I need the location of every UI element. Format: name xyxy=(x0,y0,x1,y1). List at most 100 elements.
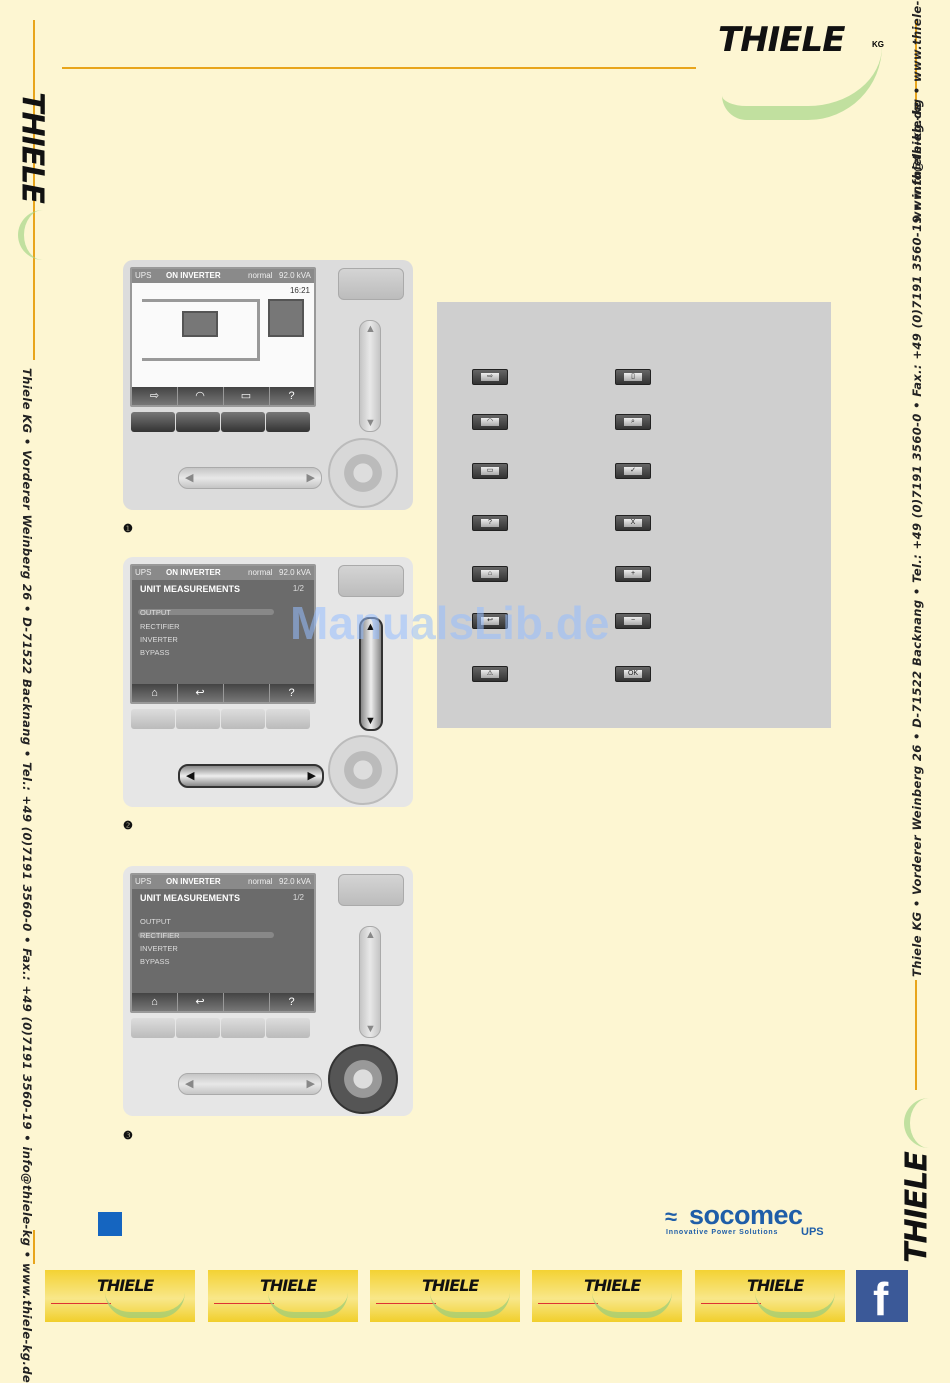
screen-icon: ▭ xyxy=(472,463,508,479)
panel2-horizontal-scroll[interactable]: ◀ ▶ xyxy=(178,764,324,788)
panel3-rotary-knob[interactable] xyxy=(328,1044,398,1114)
panel2-item-output[interactable]: OUTPUT xyxy=(140,608,171,617)
panel3-ups-label: UPS xyxy=(135,877,152,886)
panel2-power: 92.0 kVA xyxy=(279,568,311,577)
banner-rule xyxy=(214,1303,274,1304)
back-icon[interactable]: ↩ xyxy=(177,684,224,702)
panel3-power: 92.0 kVA xyxy=(279,877,311,886)
banner-logo-text: THIELE xyxy=(422,1276,479,1295)
footer-banner-2[interactable]: THIELE xyxy=(208,1270,358,1322)
alarm-icon: ⚠ xyxy=(472,666,508,682)
help-icon-label: ? xyxy=(481,519,499,527)
step-1-marker: ❶ xyxy=(123,523,133,535)
panel3-key-2[interactable] xyxy=(176,1018,220,1038)
minus-icon: − xyxy=(615,613,651,629)
right-logo-swirl xyxy=(904,1098,932,1148)
panel2-key-4[interactable] xyxy=(266,709,310,729)
panel1-ups-label: UPS xyxy=(135,271,152,280)
footer-banner-5[interactable]: THIELE xyxy=(695,1270,845,1322)
footer-banner-1[interactable]: THIELE xyxy=(45,1270,195,1322)
home-icon[interactable]: ⌂ xyxy=(132,993,178,1011)
screen-icon[interactable]: ▭ xyxy=(223,387,270,405)
page-marker-square xyxy=(98,1212,122,1236)
panel3-key-1[interactable] xyxy=(131,1018,175,1038)
panel2-selection-bar xyxy=(138,609,274,615)
battery-icon xyxy=(182,311,218,337)
back-icon[interactable]: ↩ xyxy=(177,993,224,1011)
panel1-top-button[interactable] xyxy=(338,268,404,300)
banner-rule xyxy=(376,1303,436,1304)
panel2-key-1[interactable] xyxy=(131,709,175,729)
plug-icon[interactable]: ⇨ xyxy=(132,387,178,405)
panel3-item-inverter[interactable]: INVERTER xyxy=(140,944,178,953)
socomec-ups: UPS xyxy=(801,1226,824,1238)
panel2-vertical-scroll[interactable]: ▲ ▼ xyxy=(359,617,383,731)
left-arrow-icon: ◀ xyxy=(185,1078,194,1090)
socomec-mark-icon: ≈ xyxy=(665,1204,678,1229)
banner-swirl xyxy=(430,1292,510,1318)
panel1-state: ON INVERTER xyxy=(166,271,221,280)
banner-logo-text: THIELE xyxy=(260,1276,317,1295)
panel2-key-3[interactable] xyxy=(221,709,265,729)
panel3-item-bypass[interactable]: BYPASS xyxy=(140,957,170,966)
panel3-top-button[interactable] xyxy=(338,874,404,906)
panel1-key-3[interactable] xyxy=(221,412,265,432)
panel2-key-2[interactable] xyxy=(176,709,220,729)
battery-icon: ▯ xyxy=(615,369,651,385)
panel2-top-button[interactable] xyxy=(338,565,404,597)
gauge-icon[interactable]: ◠ xyxy=(177,387,224,405)
panel2-screen: UPS ON INVERTER normal 92.0 kVA UNIT MEA… xyxy=(130,564,316,704)
footer-banner-4[interactable]: THIELE xyxy=(532,1270,682,1322)
step-2-marker: ❷ xyxy=(123,820,133,832)
right-arrow-icon: ▶ xyxy=(306,1078,315,1090)
empty-softkey[interactable] xyxy=(223,993,270,1011)
help-softkey[interactable]: ? xyxy=(288,390,295,402)
panel3-horizontal-scroll[interactable]: ◀ ▶ xyxy=(178,1073,322,1095)
panel2-item-rectifier[interactable]: RECTIFIER xyxy=(140,622,180,631)
up-arrow-icon: ▲ xyxy=(365,323,376,335)
panel2-item-bypass[interactable]: BYPASS xyxy=(140,648,170,657)
panel3-screen: UPS ON INVERTER normal 92.0 kVA UNIT MEA… xyxy=(130,873,316,1013)
banner-swirl xyxy=(105,1292,185,1318)
home-icon[interactable]: ⌂ xyxy=(132,684,178,702)
right-web-text: www.thiele-kg.de xyxy=(910,101,924,222)
panel1-softkeys: ⇨ ◠ ▭ ? xyxy=(132,387,314,405)
gauge-icon: ◠ xyxy=(472,414,508,430)
panel1-load-block xyxy=(268,299,304,337)
panel1-key-1[interactable] xyxy=(131,412,175,432)
left-border-line xyxy=(33,20,35,360)
banner-rule xyxy=(51,1303,111,1304)
right-vertical-logo: THIELE xyxy=(890,1090,945,1265)
panel2-rotary-knob[interactable] xyxy=(328,735,398,805)
panel1-key-4[interactable] xyxy=(266,412,310,432)
panel1-power: 92.0 kVA xyxy=(279,271,311,280)
up-arrow-icon: ▲ xyxy=(365,929,376,941)
banner-swirl xyxy=(268,1292,348,1318)
facebook-button[interactable]: f xyxy=(856,1270,908,1325)
panel1-horizontal-scroll[interactable]: ◀ ▶ xyxy=(178,467,322,489)
panel3-vertical-scroll[interactable]: ▲ ▼ xyxy=(359,926,381,1038)
panel2-item-inverter[interactable]: INVERTER xyxy=(140,635,178,644)
left-logo-swirl xyxy=(18,210,48,260)
panel3-key-3[interactable] xyxy=(221,1018,265,1038)
down-arrow-icon: ▼ xyxy=(365,715,376,727)
panel3-item-rectifier[interactable]: RECTIFIER xyxy=(140,931,180,940)
panel3-state: ON INVERTER xyxy=(166,877,221,886)
help-softkey[interactable]: ? xyxy=(288,687,295,699)
panel1-key-2[interactable] xyxy=(176,412,220,432)
right-border-line xyxy=(915,20,917,110)
panel3-item-output[interactable]: OUTPUT xyxy=(140,917,171,926)
panel3-key-4[interactable] xyxy=(266,1018,310,1038)
panel1-clock: 16:21 xyxy=(289,286,310,295)
header-rule xyxy=(62,67,696,69)
panel1-vertical-scroll[interactable]: ▲ ▼ xyxy=(359,320,381,432)
back-icon: ↩ xyxy=(472,613,508,629)
panel2-menu-title: UNIT MEASUREMENTS xyxy=(140,584,241,594)
right-arrow-icon: ▶ xyxy=(306,472,315,484)
help-softkey[interactable]: ? xyxy=(288,996,295,1008)
empty-softkey[interactable] xyxy=(223,684,270,702)
logo-text: THIELE xyxy=(718,20,845,60)
ok-icon-label: OK xyxy=(624,670,642,678)
footer-banner-3[interactable]: THIELE xyxy=(370,1270,520,1322)
panel1-rotary-knob[interactable] xyxy=(328,438,398,508)
